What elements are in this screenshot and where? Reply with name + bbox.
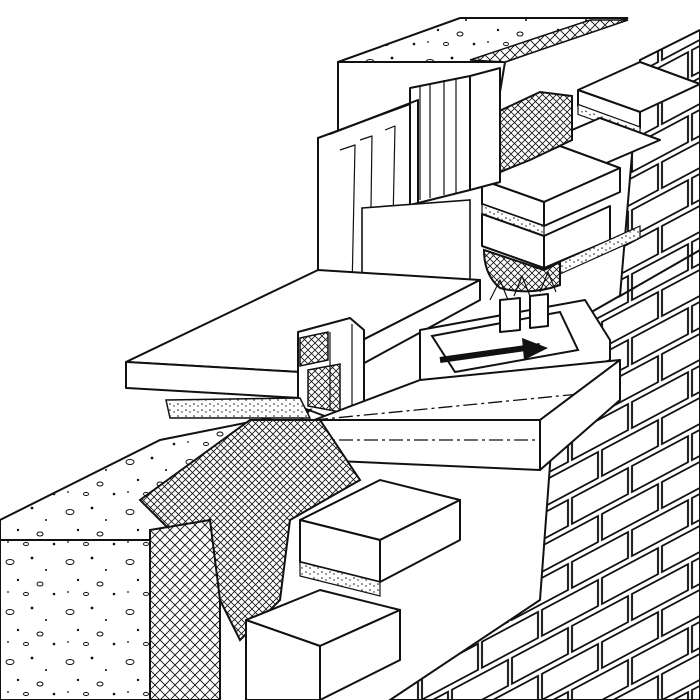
- lower-bricks: [245, 479, 461, 700]
- drainage-arrow: [522, 338, 548, 360]
- window-frame-head: [409, 67, 501, 206]
- window-frame-sill: [297, 317, 365, 419]
- cavity-insulation: [138, 419, 362, 700]
- stone-sill: [313, 359, 621, 471]
- brick-lintel: [481, 61, 700, 275]
- lintel-insulation: [479, 90, 573, 293]
